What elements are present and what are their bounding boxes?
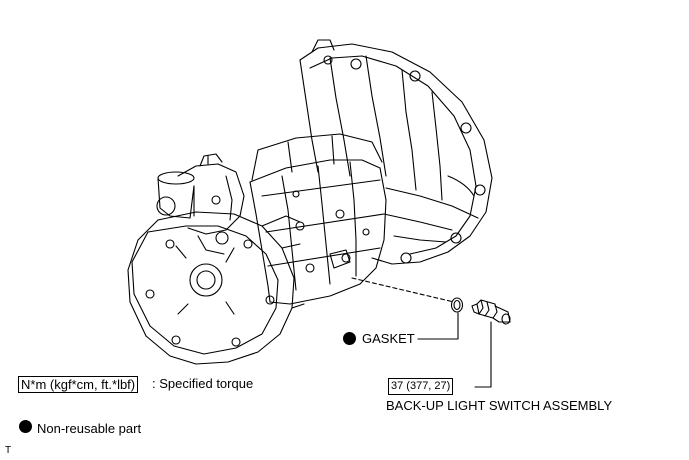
switch-assembly-label: BACK-UP LIGHT SWITCH ASSEMBLY	[386, 398, 613, 413]
corner-mark: T	[5, 445, 12, 456]
legend-torque-unit-box: N*m (kgf*cm, ft.*lbf)	[18, 376, 139, 393]
extension-housing	[127, 211, 305, 365]
bell-housing	[299, 39, 493, 265]
switch-torque-value: 37 (377, 27)	[388, 378, 454, 395]
gasket-dashed-leader	[351, 277, 455, 303]
legend-torque-desc: : Specified torque	[152, 376, 254, 391]
backup-light-switch-part	[471, 299, 511, 325]
non-reusable-gasket-icon	[343, 332, 356, 345]
gasket-label: GASKET	[362, 331, 415, 346]
legend-nonreusable-desc: Non-reusable part	[37, 421, 142, 436]
gasket-callout-line	[417, 312, 459, 340]
non-reusable-legend-icon	[19, 420, 32, 433]
switch-callout-line	[474, 321, 492, 388]
transmission-case	[249, 133, 387, 305]
shift-tower	[156, 153, 245, 255]
gasket-part	[450, 297, 464, 313]
